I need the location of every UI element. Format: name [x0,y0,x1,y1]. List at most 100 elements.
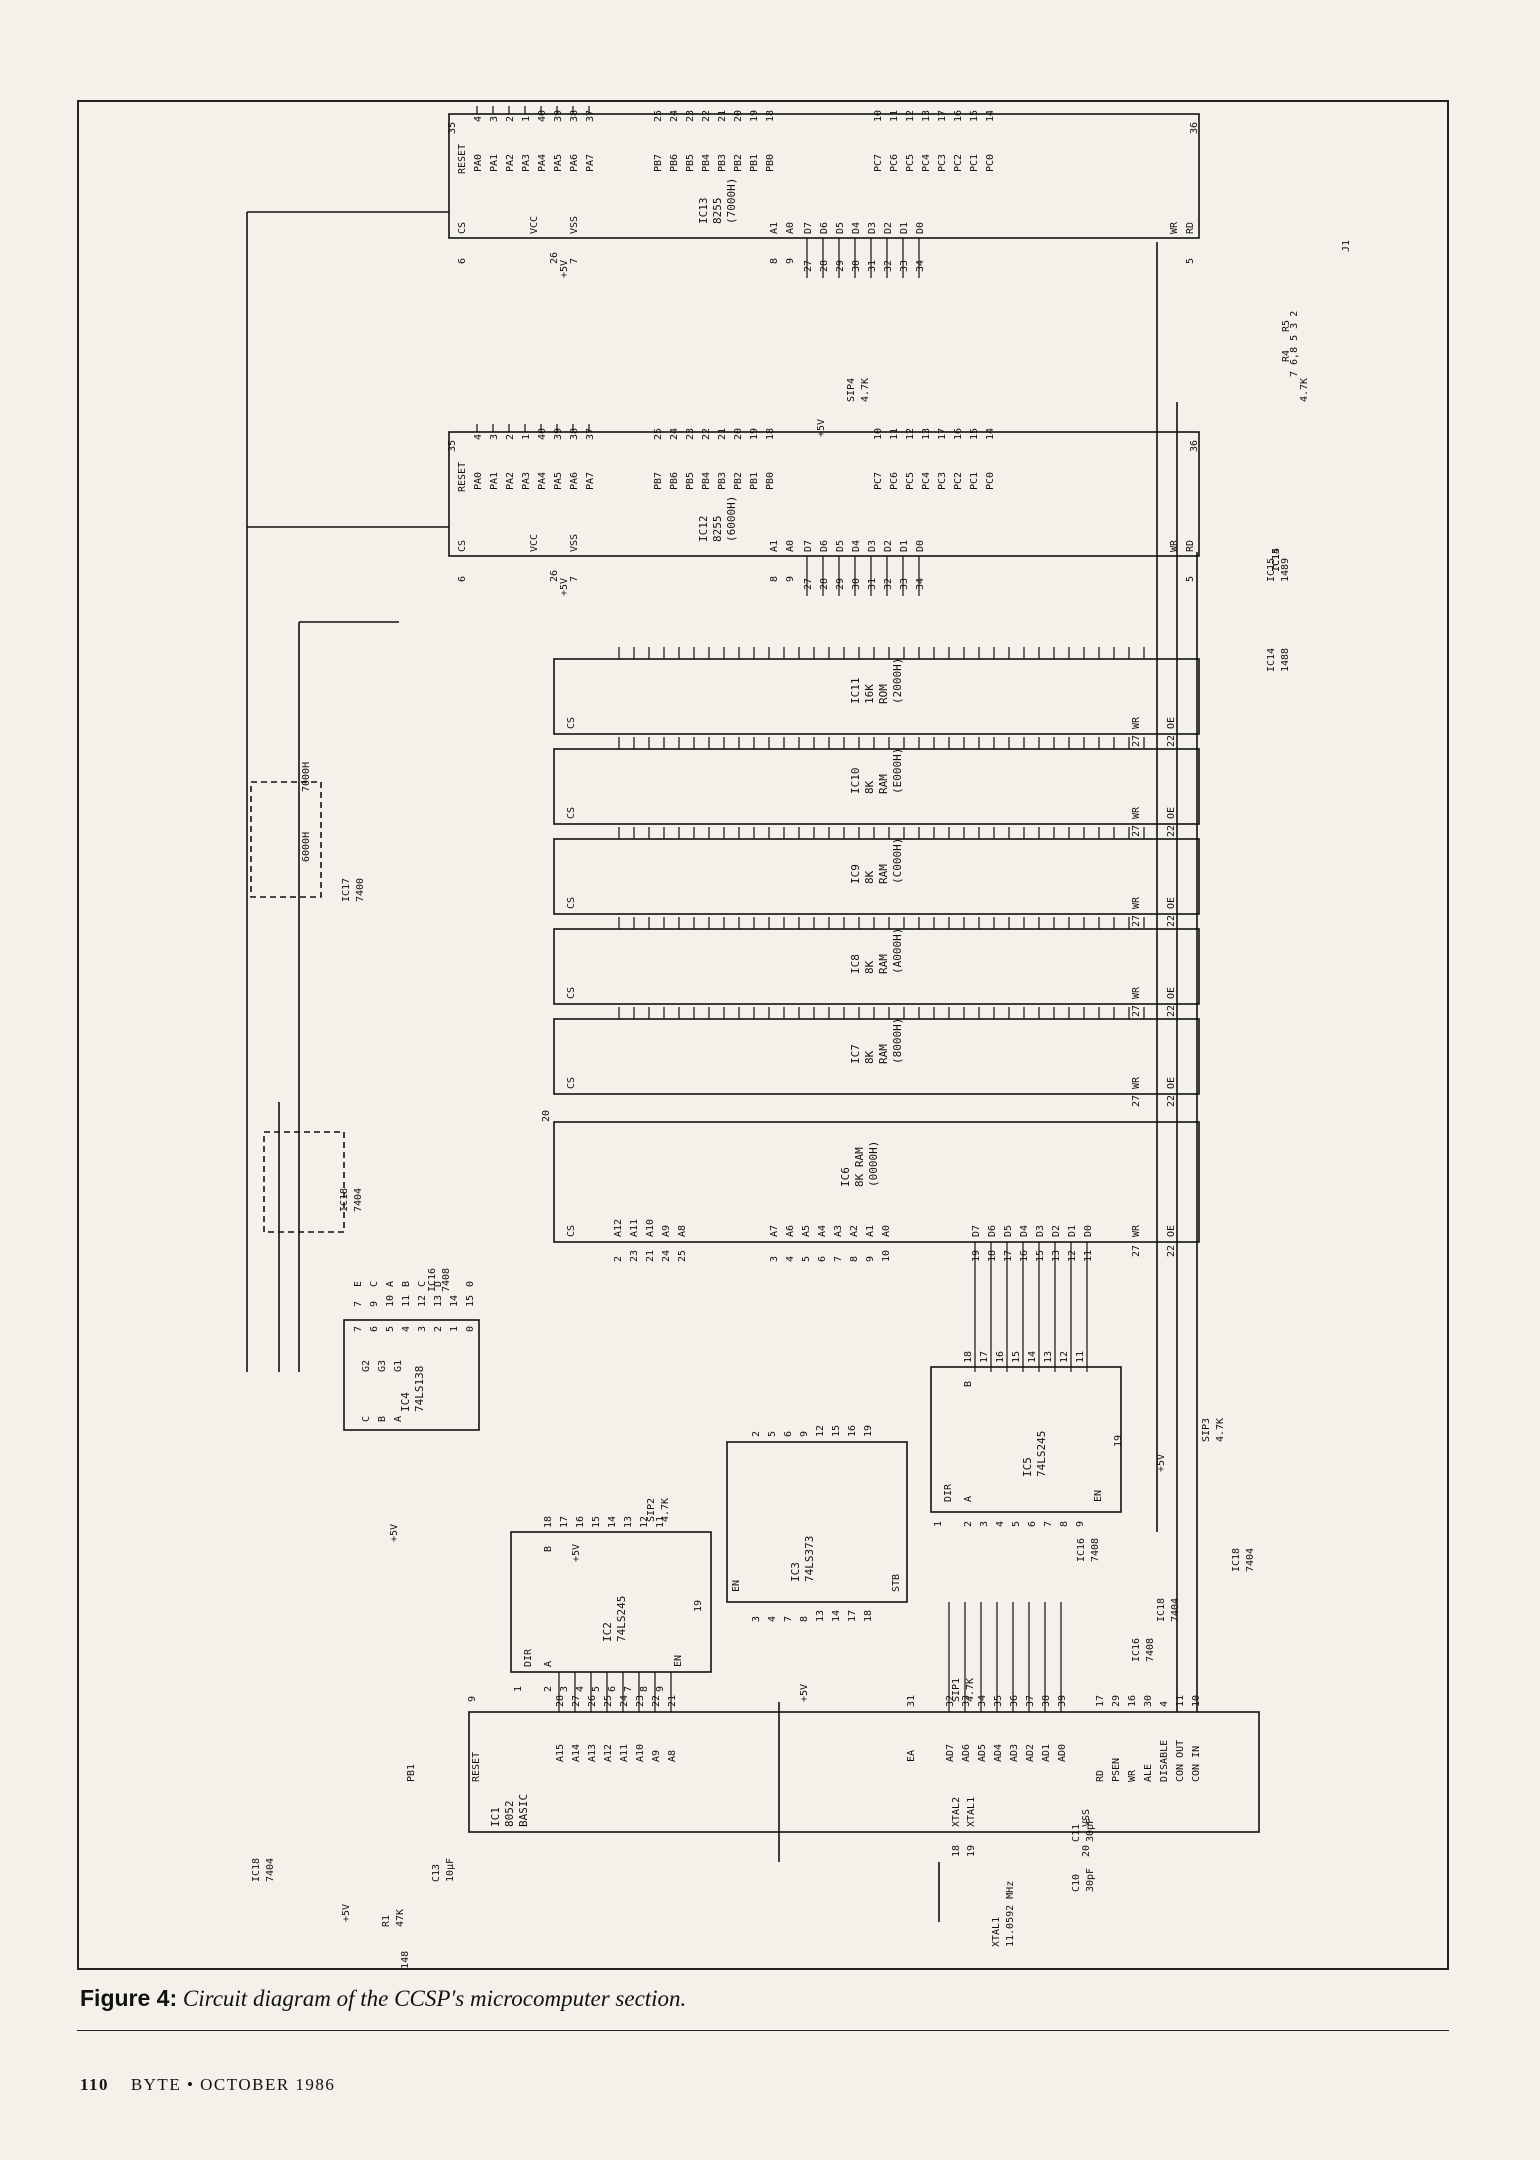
ic6-pin-label: D2 [1051,1225,1062,1237]
ppi-pin-number: 37 [585,428,596,440]
connector-id: J1 [1341,240,1352,252]
chip-address: (2000H) [891,658,904,704]
ic3-body [726,1441,908,1603]
capacitor-value: 10µF [445,1858,456,1882]
ic1-pin-label: AD3 [1009,1744,1020,1762]
buf-pin-number: 6 [1027,1521,1038,1527]
ic3-pin-number: 3 [751,1616,762,1622]
ic1-pin-label: CON OUT [1175,1740,1186,1782]
ppi-pin-number: 17 [937,428,948,440]
ppi-pin-number: 18 [765,110,776,122]
ic6-pin-label: A9 [661,1225,672,1237]
ic3-pin-number: 16 [847,1425,858,1437]
ppi-wr-label: WR [1169,221,1180,234]
buf-pin-number: 3 [979,1521,990,1527]
chip-part: 74LS245 [1035,1431,1048,1477]
chip-size: 8K [863,870,876,884]
chip-address: (C000H) [891,838,904,884]
ic6-pin-label: D5 [1003,1225,1014,1237]
chip-part: 7408 [441,1268,452,1292]
chip-id: IC14 [1271,548,1282,572]
ppi-pin-label: PC1 [969,154,980,172]
ic6-pin-label: A6 [785,1225,796,1237]
ic6-pin-label: D3 [1035,1225,1046,1237]
ppi-pin-number: 23 [685,110,696,122]
ic6-pin-label: A10 [645,1219,656,1237]
chip-id: IC18 [1231,1548,1242,1572]
chip-id: IC15 [1266,558,1277,582]
ic6-pin-label: D4 [1019,1225,1030,1237]
chip-id: IC8 [849,954,862,974]
buf-pin-number: 1 [933,1521,944,1527]
chip-address: (E000H) [891,748,904,794]
ppi-pin-label: PB4 [701,154,712,172]
ppi-pin-number: 36 [1189,440,1200,452]
chip-part: 7404 [1170,1598,1181,1622]
ppi-pin-label: PA5 [553,154,564,172]
ppi-pin-label: PB5 [685,472,696,490]
ic3-en-label: EN [731,1580,742,1592]
ic4-letter: 0 [465,1281,476,1287]
ppi-pin-label: D5 [835,540,846,552]
ppi-pin-number: 25 [653,110,664,122]
ppi-pin-number: 4 [473,116,484,122]
buf-pin-number: 17 [559,1516,570,1528]
sip-id: SIP3 [1201,1418,1212,1442]
ppi-pin-number: 2 [505,116,516,122]
ppi-pin-number: 16 [953,110,964,122]
sip-value: 4.7K [1215,1418,1226,1442]
ppi-pin-number: 16 [953,428,964,440]
ic1-pin-label: WR [1127,1769,1138,1782]
ppi-pin-number: 1 [521,434,532,440]
ic1-pin-label: A11 [619,1744,630,1762]
ppi-pin-label: PA4 [537,154,548,172]
mem-pin-number: 22 [1166,825,1177,837]
buf-pin-number: 9 [655,1686,666,1692]
ppi-vss-label: VSS [569,216,580,234]
ic6-pin-label: A5 [801,1225,812,1237]
ppi-pin-number: 28 [819,578,830,590]
ppi-pin-number: 34 [915,260,926,272]
chip-id: IC16 [1076,1538,1087,1562]
ppi-pin-number: 12 [905,428,916,440]
ppi-pin-number: 19 [749,428,760,440]
ppi-pin-label: D1 [899,222,910,234]
ppi-pin-number: 12 [905,110,916,122]
mem-cs-label: CS [566,807,577,819]
ic1-xtal2-label: XTAL2 [951,1797,962,1827]
chip-id: IC16 [1131,1638,1142,1662]
ppi-pin-number: 8 [769,258,780,264]
mem-cs-label: CS [566,1225,577,1237]
ic6-pin-number: 24 [661,1250,672,1262]
ic4-letter: C [369,1281,380,1287]
chip-id: IC13 [697,198,710,225]
ppi-pin-number: 7 [569,576,580,582]
ppi-pin-label: D7 [803,540,814,552]
resistor-id: R1 [381,1915,392,1927]
ppi-vcc-label: VCC [529,216,540,234]
ic6-pin-label: A3 [833,1225,844,1237]
ic6-pin-label: A0 [881,1225,892,1237]
ppi-pin-number: 4 [473,434,484,440]
chip-part: 7404 [265,1858,276,1882]
chip-part: 74LS245 [615,1596,628,1642]
ppi-pin-number: 33 [899,578,910,590]
chip-size: 16K [863,684,876,704]
ppi-pin-label: PC4 [921,154,932,172]
ic4-input-label: C [361,1416,372,1422]
ic3-pin-number: 6 [783,1431,794,1437]
ic9-body [553,838,1200,915]
ic1-vss-label: VSS [1081,1809,1092,1827]
sip-value: 4.7K [860,378,871,402]
mem-pin-number: 20 [541,1110,552,1122]
ppi-pin-number: 38 [569,428,580,440]
ppi-pin-number: 21 [717,110,728,122]
ppi-pin-label: PA0 [473,154,484,172]
buf-pin-number: 7 [1043,1521,1054,1527]
ic6-pin-number: 10 [881,1250,892,1262]
ppi-pin-number: 27 [803,260,814,272]
ic6-pin-label: A8 [677,1225,688,1237]
ppi-pin-label: PA3 [521,154,532,172]
ppi-pin-number: 21 [717,428,728,440]
ic6-pin-number: 16 [1019,1250,1030,1262]
